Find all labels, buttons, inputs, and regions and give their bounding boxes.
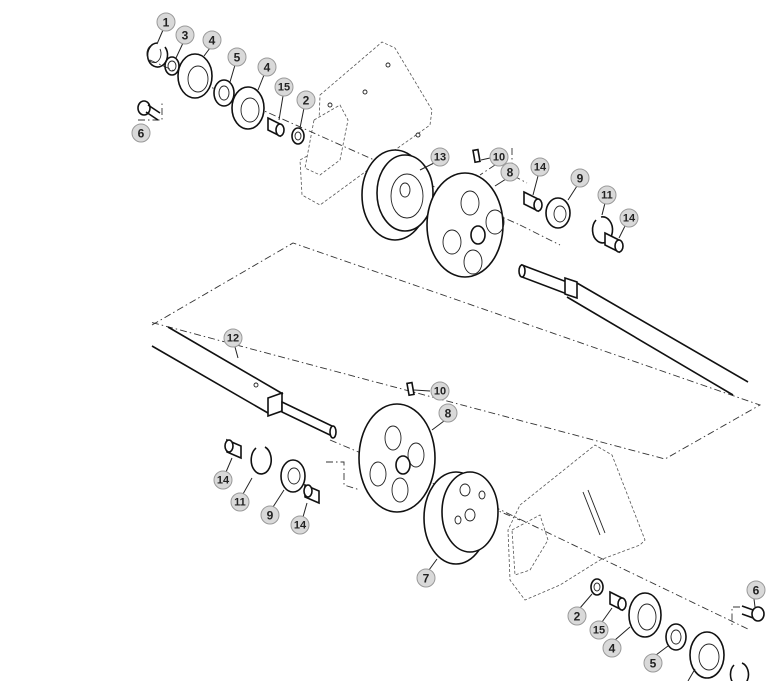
upper-bushing-14a (523, 190, 543, 213)
callout-part-8: 8 (438, 403, 458, 423)
callout-part-11: 11 (597, 185, 617, 205)
upper-shaft-end (518, 263, 749, 396)
upper-bearing-5 (213, 79, 235, 107)
callout-part-4: 4 (202, 30, 222, 50)
callout-part-10: 10 (430, 381, 450, 401)
lower-bearing-9 (280, 459, 306, 493)
callout-part-15: 15 (589, 620, 609, 640)
callout-part-9: 9 (570, 168, 590, 188)
upper-bearing-9 (545, 197, 571, 229)
callout-part-12: 12 (223, 328, 243, 348)
callout-part-14: 14 (530, 157, 550, 177)
callout-part-14: 14 (213, 470, 233, 490)
lower-flange-4b (689, 631, 725, 679)
lower-bushing-14c (224, 438, 242, 460)
upper-retaining-ring (146, 42, 169, 68)
callout-part-14: 14 (619, 208, 639, 228)
callout-part-6: 6 (746, 580, 766, 600)
lower-bolt-6 (741, 605, 765, 622)
lower-drive-hub-8 (358, 381, 436, 513)
callout-part-13: 13 (430, 147, 450, 167)
upper-bracket (299, 41, 433, 206)
callout-part-2: 2 (567, 606, 587, 626)
upper-washer-3 (164, 56, 180, 76)
upper-bolt-6 (137, 100, 161, 121)
lower-retaining-ring-1 (729, 662, 750, 681)
callout-part-5: 5 (227, 47, 247, 67)
callout-part-10: 10 (489, 147, 509, 167)
callout-part-6: 6 (131, 123, 151, 143)
callout-part-14: 14 (290, 515, 310, 535)
assembly-envelope (149, 242, 762, 460)
lower-retaining-ring-11 (250, 446, 272, 475)
lower-bracket (507, 444, 646, 601)
callout-part-15: 15 (274, 77, 294, 97)
leader-lines (156, 29, 756, 681)
pulley-13 (361, 149, 434, 241)
lower-bushing-14d (303, 483, 320, 505)
callout-part-3: 3 (175, 25, 195, 45)
callout-part-4: 4 (257, 57, 277, 77)
callout-part-7: 7 (416, 568, 436, 588)
upper-drive-hub-8 (426, 148, 505, 278)
upper-spacer-15 (267, 116, 285, 138)
upper-bushing-14b (604, 231, 624, 254)
callout-part-2: 2 (296, 90, 316, 110)
lower-washer-2 (590, 578, 604, 596)
lower-spacer-15 (609, 590, 627, 612)
upper-flange-2 (231, 86, 265, 130)
upper-washer-2 (291, 127, 305, 145)
callout-part-4: 4 (602, 638, 622, 658)
pulley-7 (423, 471, 499, 565)
upper-flange-1 (177, 53, 213, 99)
lower-bearing-5 (665, 623, 687, 651)
lower-flange-4a (628, 592, 662, 638)
callout-part-5: 5 (643, 653, 663, 673)
callout-part-9: 9 (260, 505, 280, 525)
callout-part-11: 11 (230, 492, 250, 512)
callout-part-8: 8 (500, 162, 520, 182)
callout-part-1: 1 (156, 12, 176, 32)
shaft-12 (151, 326, 337, 439)
